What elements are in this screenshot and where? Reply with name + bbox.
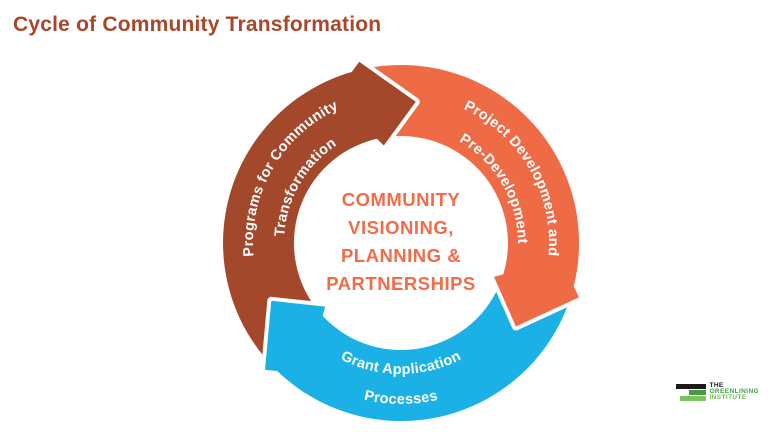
segment-bodies bbox=[223, 65, 580, 422]
logo-text-institute: INSTITUTE bbox=[709, 394, 747, 401]
arrowhead-project-development-icon bbox=[494, 274, 579, 327]
segment-label-grant-line2: Processes bbox=[363, 388, 439, 408]
arrowhead-grant-application-icon bbox=[265, 300, 326, 371]
logo-text-the: THE bbox=[709, 382, 724, 389]
logo-row-institute: INSTITUTE bbox=[675, 394, 759, 401]
svg-text:Processes: Processes bbox=[363, 388, 439, 408]
logo-row-greenlining: GREENLINING bbox=[675, 388, 759, 395]
segment-arrowheads bbox=[265, 61, 579, 371]
logo-bar-light-green bbox=[680, 395, 707, 401]
segment-programs-for-community-transformation bbox=[223, 67, 383, 355]
logo-text-greenlining: GREENLINING bbox=[709, 388, 759, 395]
center-label-line2: VISIONING, bbox=[348, 217, 454, 238]
arrowhead-programs-icon bbox=[351, 61, 416, 146]
page-title: Cycle of Community Transformation bbox=[13, 13, 382, 36]
logo-bar-green bbox=[689, 389, 707, 395]
greenlining-institute-logo: THE GREENLINING INSTITUTE bbox=[675, 382, 759, 401]
segment-project-development bbox=[373, 65, 580, 304]
center-label-line4: PARTNERSHIPS bbox=[326, 273, 476, 294]
logo-row-the: THE bbox=[675, 382, 759, 389]
center-label-line3: PLANNING & bbox=[340, 245, 462, 266]
center-label-line1: COMMUNITY bbox=[341, 189, 461, 210]
segment-grant-application bbox=[264, 284, 568, 422]
logo-bar-black bbox=[676, 383, 707, 389]
center-label: COMMUNITY VISIONING, PLANNING & PARTNERS… bbox=[291, 186, 511, 298]
